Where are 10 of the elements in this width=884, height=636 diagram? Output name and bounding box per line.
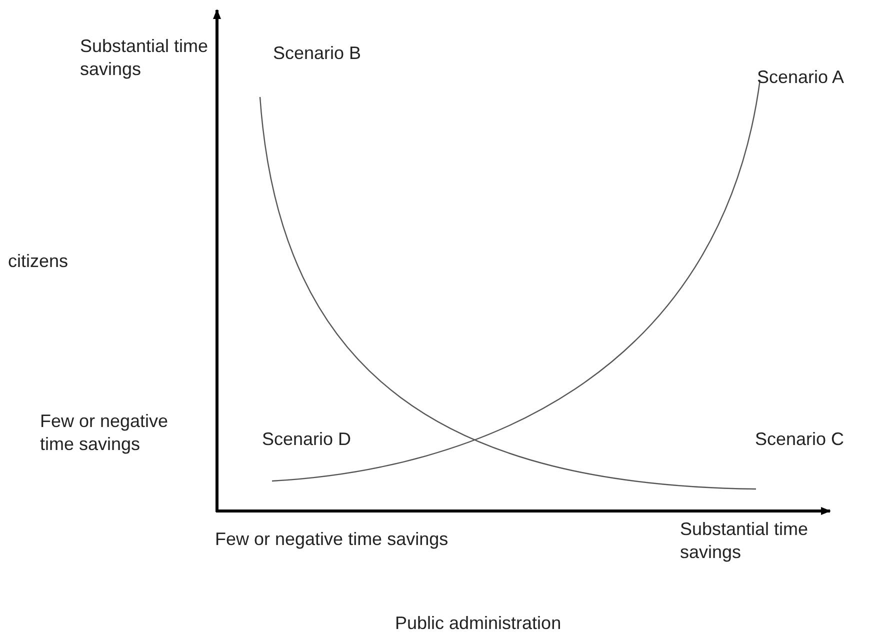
scenario-label: Scenario A (757, 66, 844, 89)
scenario-label: Scenario C (755, 428, 844, 451)
axis-label: Substantial time savings (680, 518, 810, 564)
scenario-label: Scenario D (262, 428, 352, 451)
axis-label: Few or negative time savings (40, 410, 170, 456)
axis-title: Public administration (395, 612, 562, 635)
axis-label: Few or negative time savings (215, 528, 448, 551)
axis-title: citizens (8, 250, 68, 273)
axis-label: Substantial time savings (80, 35, 210, 81)
scenario-label: Scenario B (273, 42, 362, 65)
